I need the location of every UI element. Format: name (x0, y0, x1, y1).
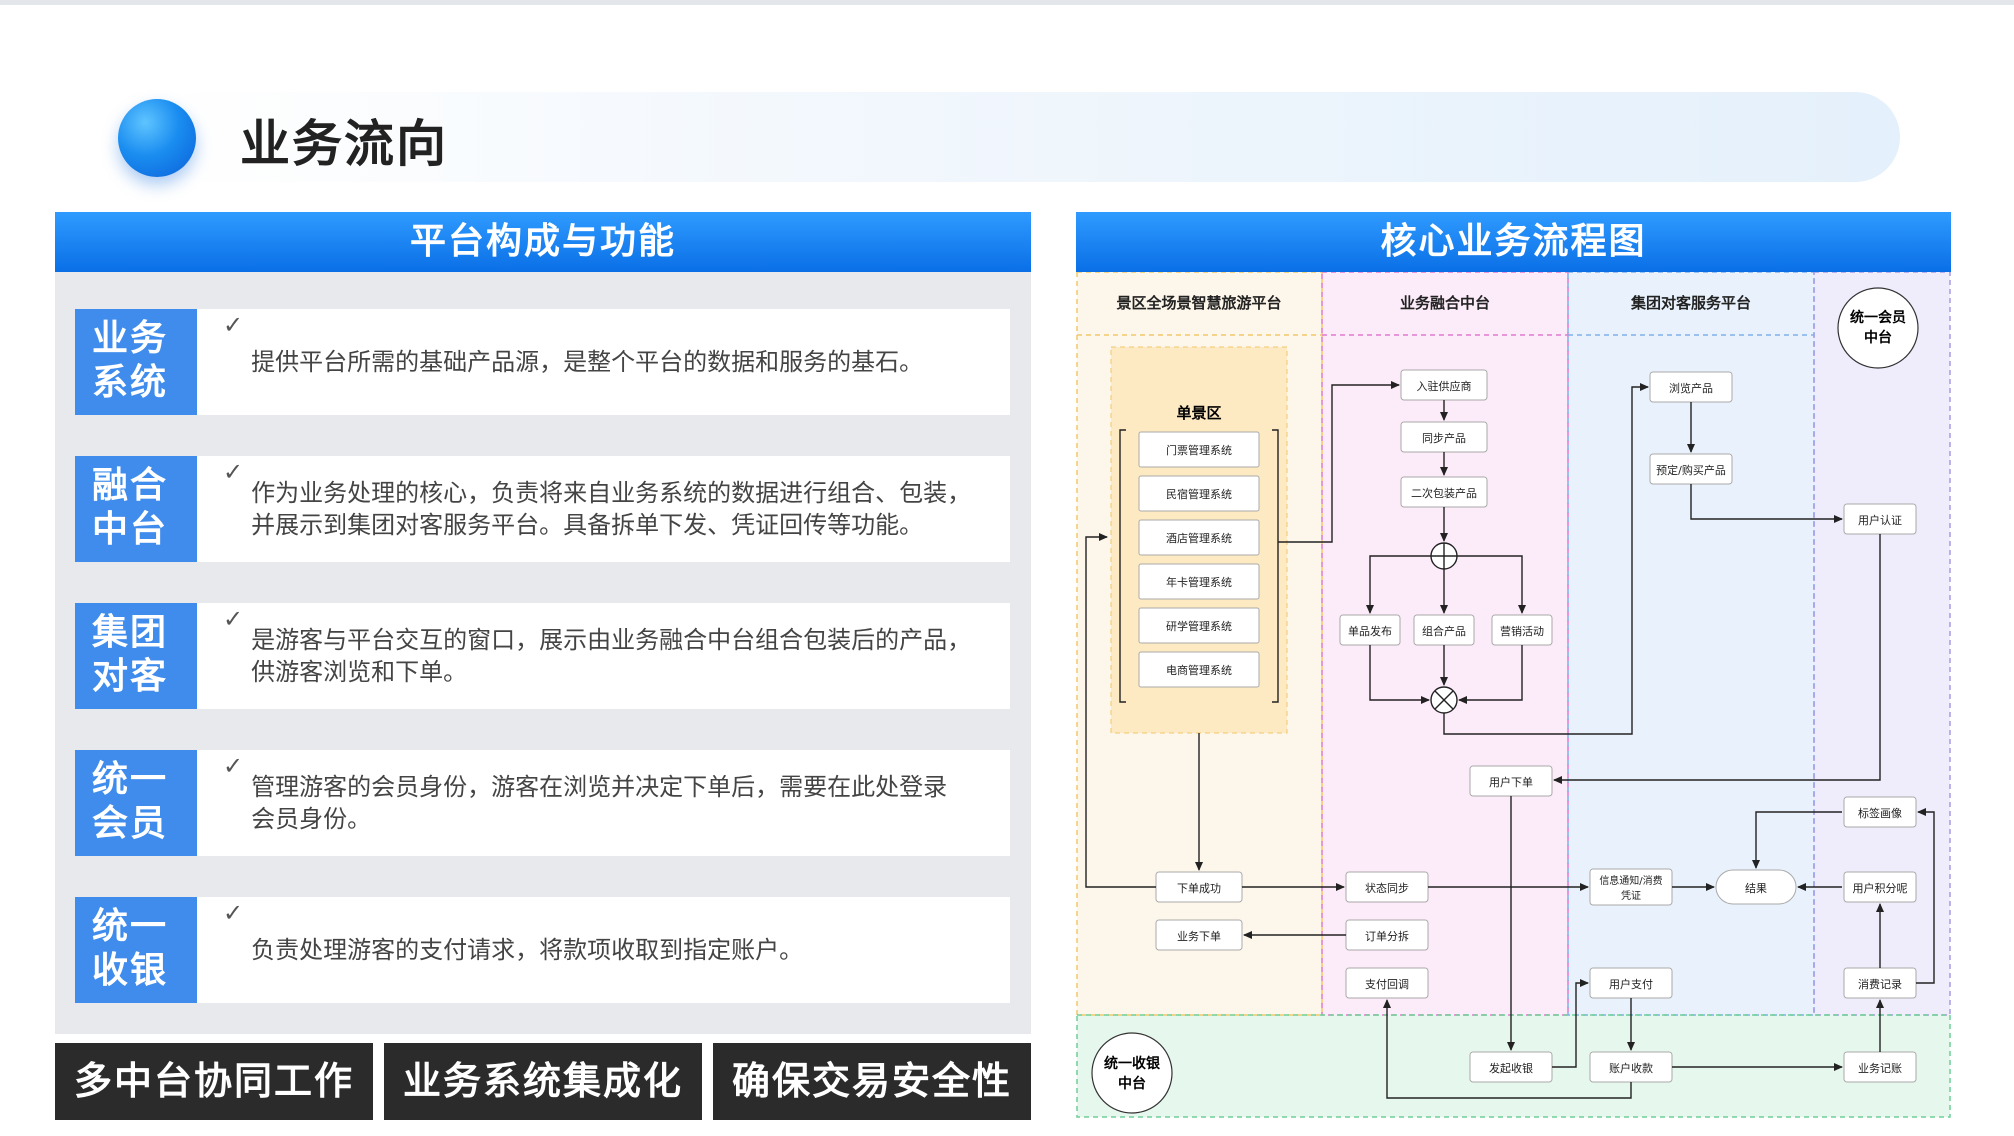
node-result (1715, 869, 1797, 905)
node-points (1843, 871, 1917, 903)
pill-integration: 业务系统集成化 (384, 1043, 702, 1120)
system-box (1138, 607, 1260, 644)
lane-title-scenic: 景区全场景智慧旅游平台 (1116, 294, 1281, 312)
node-label: 结果 (1745, 882, 1767, 895)
lane-title-fusion: 业务融合中台 (1400, 294, 1490, 312)
system-label: 电商管理系统 (1166, 663, 1232, 677)
node-label: 业务下单 (1177, 930, 1221, 943)
card-label: 业务系统 (75, 309, 197, 415)
node-label: 标签画像 (1858, 806, 1902, 820)
member-center-label: 中台 (1864, 329, 1892, 346)
node-label: 单品发布 (1348, 624, 1392, 638)
node-label: 浏览产品 (1669, 381, 1713, 395)
check-icon: ✓ (223, 458, 244, 486)
system-box (1138, 475, 1260, 512)
card-group-customer: 集团对客 ✓ 是游客与平台交互的窗口，展示由业务融合中台组合包装后的产品，供游客… (75, 603, 1010, 709)
card-fusion-middle: 融合中台 ✓ 作为业务处理的核心，负责将来自业务系统的数据进行组合、包装，并展示… (75, 456, 1010, 562)
lane-member-bg (1814, 272, 1950, 1015)
node-label: 支付回调 (1365, 978, 1409, 991)
title-band (155, 92, 1900, 182)
card-unified-member: 统一会员 ✓ 管理游客的会员身份，游客在浏览并决定下单后，需要在此处登录会员身份… (75, 750, 1010, 856)
member-center-label: 统一会员 (1850, 309, 1906, 326)
node-label: 用户下单 (1489, 775, 1533, 789)
cashier-center-circle (1091, 1032, 1173, 1114)
card-description: ✓ 是游客与平台交互的窗口，展示由业务融合中台组合包装后的产品，供游客浏览和下单… (223, 605, 972, 686)
card-label: 融合中台 (75, 456, 197, 562)
node-label: 二次包装产品 (1411, 486, 1477, 500)
flow-diagram: 景区全场景智慧旅游平台 业务融合中台 集团对客服务平台 统一会员 中台 统一收银… (1076, 271, 1951, 1118)
check-icon: ✓ (223, 311, 244, 339)
system-box (1138, 431, 1260, 468)
node-label: 账户收款 (1609, 1061, 1653, 1075)
node-label: 业务记账 (1858, 1062, 1902, 1075)
card-label: 集团对客 (75, 603, 197, 709)
pill-multi-middle: 多中台协同工作 (55, 1043, 373, 1120)
cashier-center-label: 统一收银 (1104, 1055, 1161, 1072)
card-business-system: 业务系统 ✓ 提供平台所需的基础产品源，是整个平台的数据和服务的基石。 (75, 309, 1010, 415)
node-label: 发起收银 (1489, 1061, 1533, 1075)
card-description: ✓ 负责处理游客的支付请求，将款项收取到指定账户。 (223, 899, 804, 964)
node-label: 营销活动 (1500, 624, 1544, 638)
left-panel-header: 平台构成与功能 (55, 212, 1031, 272)
node-label: 同步产品 (1422, 431, 1466, 445)
card-label: 统一会员 (75, 750, 197, 856)
lane-title-group: 集团对客服务平台 (1630, 294, 1751, 312)
card-description: ✓ 管理游客的会员身份，游客在浏览并决定下单后，需要在此处登录会员身份。 (223, 752, 948, 833)
node-label: 下单成功 (1177, 882, 1221, 895)
system-label: 民宿管理系统 (1166, 487, 1232, 501)
node-label: 状态同步 (1365, 881, 1409, 895)
system-label: 研学管理系统 (1166, 619, 1232, 633)
system-box (1138, 519, 1260, 556)
card-description: ✓ 作为业务处理的核心，负责将来自业务系统的数据进行组合、包装，并展示到集团对客… (223, 458, 972, 539)
node-tag-profile (1843, 796, 1917, 828)
flow-diagram-canvas: 景区全场景智慧旅游平台 业务融合中台 集团对客服务平台 统一会员 中台 统一收银… (1076, 271, 1951, 1118)
card-label: 统一收银 (75, 897, 197, 1003)
top-divider (0, 0, 2014, 5)
node-label: 凭证 (1621, 889, 1641, 902)
scenic-zone-label: 单景区 (1176, 404, 1221, 422)
check-icon: ✓ (223, 752, 244, 780)
title-bullet-icon (118, 99, 196, 177)
node-label: 入驻供应商 (1417, 379, 1472, 393)
node-label: 用户支付 (1609, 977, 1653, 991)
node-label: 组合产品 (1422, 624, 1466, 638)
node-label: 用户认证 (1858, 513, 1902, 527)
node-label: 预定/购买产品 (1656, 463, 1726, 477)
page-title: 业务流向 (240, 115, 448, 173)
cashier-center-label: 中台 (1118, 1075, 1146, 1092)
system-label: 门票管理系统 (1166, 443, 1232, 457)
member-center-circle (1837, 287, 1919, 369)
node-pay-callback (1345, 967, 1429, 999)
node-label: 信息通知/消费 (1599, 874, 1662, 887)
check-icon: ✓ (223, 899, 244, 927)
node-biz-order (1155, 919, 1243, 951)
pill-security: 确保交易安全性 (713, 1043, 1031, 1120)
node-label: 消费记录 (1858, 977, 1902, 991)
system-label: 年卡管理系统 (1166, 575, 1232, 589)
right-panel-header: 核心业务流程图 (1076, 212, 1951, 272)
card-description: ✓ 提供平台所需的基础产品源，是整个平台的数据和服务的基石。 (223, 311, 924, 376)
node-label: 用户积分呢 (1853, 881, 1908, 895)
system-label: 酒店管理系统 (1166, 531, 1232, 545)
system-box (1138, 563, 1260, 600)
check-icon: ✓ (223, 605, 244, 633)
system-box (1138, 651, 1260, 688)
node-label: 订单分拆 (1365, 929, 1409, 943)
card-unified-cashier: 统一收银 ✓ 负责处理游客的支付请求，将款项收取到指定账户。 (75, 897, 1010, 1003)
